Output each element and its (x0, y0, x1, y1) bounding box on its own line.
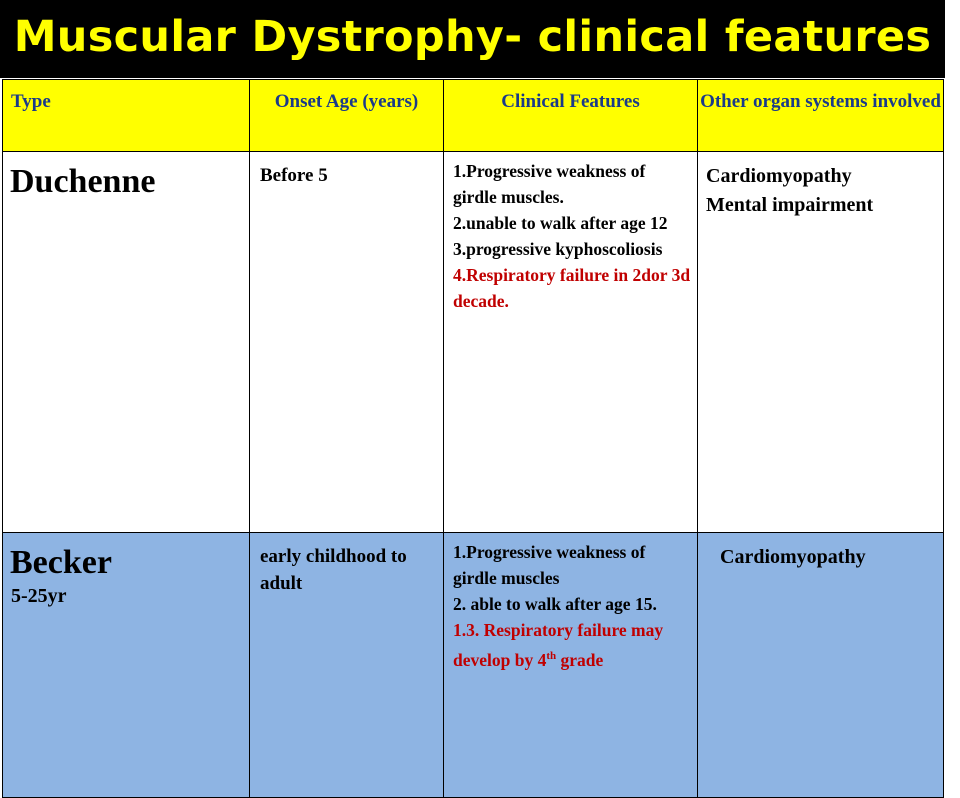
header-type: Type (2, 79, 250, 152)
cell-type: Becker 5-25yr (2, 532, 250, 798)
feature-item: 1.Progressive weakness of girdle muscles (453, 542, 646, 588)
feature-text: 1.3. Respiratory failure may develop by … (453, 620, 664, 670)
feature-item: 2. able to walk after age 15. (453, 594, 657, 614)
superscript: th (546, 650, 557, 662)
type-name: Becker (10, 544, 112, 581)
feature-text: grade (556, 649, 604, 670)
title-bar (0, 0, 945, 78)
header-onset: Onset Age (years) (249, 79, 444, 152)
clinical-features-table: Type Onset Age (years) Clinical Features… (2, 79, 944, 798)
cell-features: 1.Progressive weakness of girdle muscles… (443, 151, 698, 533)
feature-item: 3.progressive kyphoscoliosis (453, 239, 663, 259)
feature-item: 2.unable to walk after age 12 (453, 213, 668, 233)
organ-item: Cardiomyopathy (720, 546, 866, 568)
cell-onset: early childhood to adult (249, 532, 444, 798)
slide-title: Muscular Dystrophy- clinical features (13, 12, 932, 62)
feature-item-highlight: 1.3. Respiratory failure may develop by … (453, 617, 693, 673)
table-row-becker: Becker 5-25yr early childhood to adult 1… (2, 532, 944, 798)
feature-item: 1.Progressive weakness of girdle muscles… (453, 161, 646, 207)
cell-type: Duchenne (2, 151, 250, 533)
type-age-range: 5-25yr (11, 585, 67, 607)
cell-other-organs: Cardiomyopathy Mental impairment (697, 151, 944, 533)
header-other-organs: Other organ systems involved (697, 79, 944, 152)
table-row-duchenne: Duchenne Before 5 1.Progressive weakness… (2, 151, 944, 533)
cell-onset: Before 5 (249, 151, 444, 533)
header-features: Clinical Features (443, 79, 698, 152)
header-row: Type Onset Age (years) Clinical Features… (2, 79, 944, 152)
organ-item: Cardiomyopathy (706, 165, 852, 187)
onset-age: Before 5 (260, 165, 328, 186)
type-name: Duchenne (10, 163, 156, 200)
organ-item: Mental impairment (706, 194, 874, 216)
feature-item-highlight: 4.Respiratory failure in 2dor 3d decade. (453, 265, 691, 311)
cell-features: 1.Progressive weakness of girdle muscles… (443, 532, 698, 798)
cell-other-organs: Cardiomyopathy (697, 532, 944, 798)
onset-age: early childhood to adult (260, 546, 407, 594)
